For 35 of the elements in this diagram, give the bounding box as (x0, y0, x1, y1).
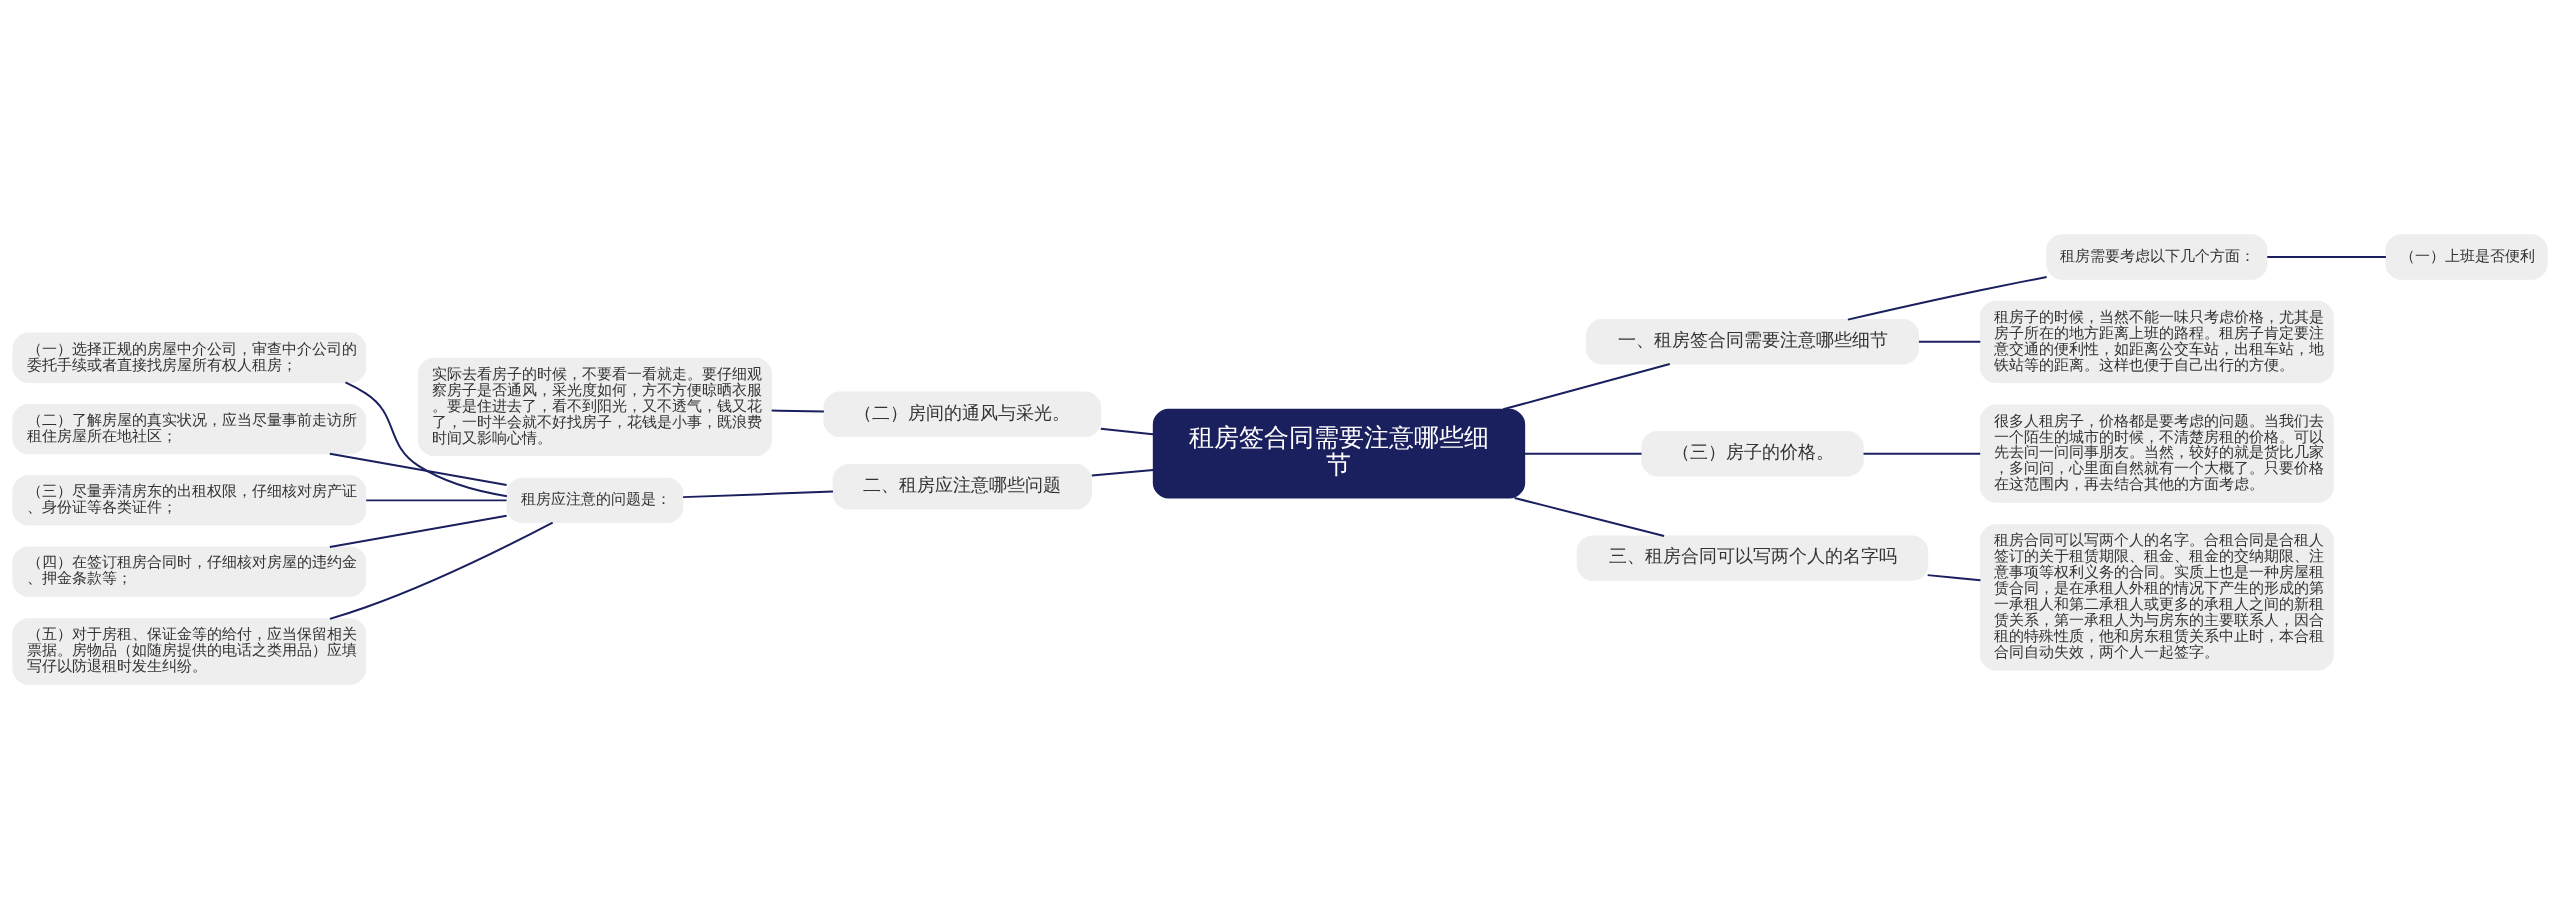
connector (1917, 340, 1982, 343)
connector (1090, 469, 1155, 477)
node-box: （一）上班是否便利 (2385, 234, 2548, 280)
connector (1099, 427, 1155, 436)
connector (328, 521, 554, 620)
connector (1926, 574, 1982, 582)
connector (328, 452, 508, 486)
connector (1846, 276, 2048, 321)
node-box: （三）房子的价格。 (1641, 430, 1864, 477)
connector (328, 514, 508, 548)
node-box: 租房应注意的问题是： (506, 477, 684, 524)
connector (770, 409, 825, 413)
connector (1523, 452, 1643, 455)
node-box: 一、租房签合同需要注意哪些细节 (1586, 319, 1920, 365)
connector (344, 381, 508, 498)
connector (365, 499, 508, 502)
node-box: 实际去看房子的时候，不要看一看就走。要仔细观察房子是否通风，采光度如何，方不方便晾晒衣服。要是住进去了，看不到阳光，又不透气，钱又花了，一时半会就不好找房子，花钱是小事，既浪费时间又影响心情。 (417, 357, 772, 457)
connector (1502, 363, 1671, 411)
node-box: （四）在签订租房合同时，仔细核对房屋的违约金、押金条款等； (12, 546, 367, 597)
node-box: （二）房间的通风与采光。 (823, 391, 1102, 438)
node-box: 二、租房应注意哪些问题 (832, 464, 1092, 510)
node-box: （三）尽量弄清房东的出租权限，仔细核对房产证、身份证等各类证件； (12, 475, 367, 526)
node-box: 租房合同可以写两个人的名字。合租合同是合租人签订的关于租赁期限、租金、租金的交纳期限、注意事项等权利义务的合同。实质上也是一种房屋租赁合同，是在承租人外租的情况下产生的形成的第一承租人和第二承租人或更多的承租人之间的新租赁关系，第一承租人为与房东的主要联系人，因合租的特殊性质，他和房东租赁关系中止时，本合租合同自动失效，两个人一起签字。 (1979, 524, 2334, 671)
node-box: 租房子的时候，当然不能一味只考虑价格，尤其是房子所在的地方距离上班的路程。租房子肯定要注意交通的便利性，如距离公交车站，出租车站，地铁站等的距离。这样也便于自己出行的方便。 (1979, 300, 2334, 383)
node-box: （二）了解房屋的真实状况，应当尽量事前走访所租住房屋所在地社区； (12, 403, 367, 455)
connector (1513, 497, 1666, 537)
node-box: 三、租房合同可以写两个人的名字吗 (1576, 535, 1929, 581)
node-box: 租房签合同需要注意哪些细节 (1152, 408, 1526, 499)
connector (1862, 452, 1982, 455)
node-box: 租房需要考虑以下几个方面： (2046, 234, 2268, 280)
node-box: 很多人租房子，价格都是要考虑的问题。当我们去一个陌生的城市的时候，不清楚房租的价格。可以先去问一问同事朋友。当然，较好的就是货比几家，多问问，心里面自然就有一个大概了。只要价格在这范围内，再去结合其他的方面考虑。 (1979, 404, 2334, 503)
connector (682, 490, 834, 499)
node-box: （一）选择正规的房屋中介公司，审查中介公司的委托手续或者直接找房屋所有权人租房； (12, 332, 367, 383)
node-box: （五）对于房租、保证金等的给付，应当保留相关票据。房物品（如随房提供的电话之类用品）应填写仔以防退租时发生纠纷。 (12, 618, 367, 685)
connector (2266, 256, 2387, 259)
